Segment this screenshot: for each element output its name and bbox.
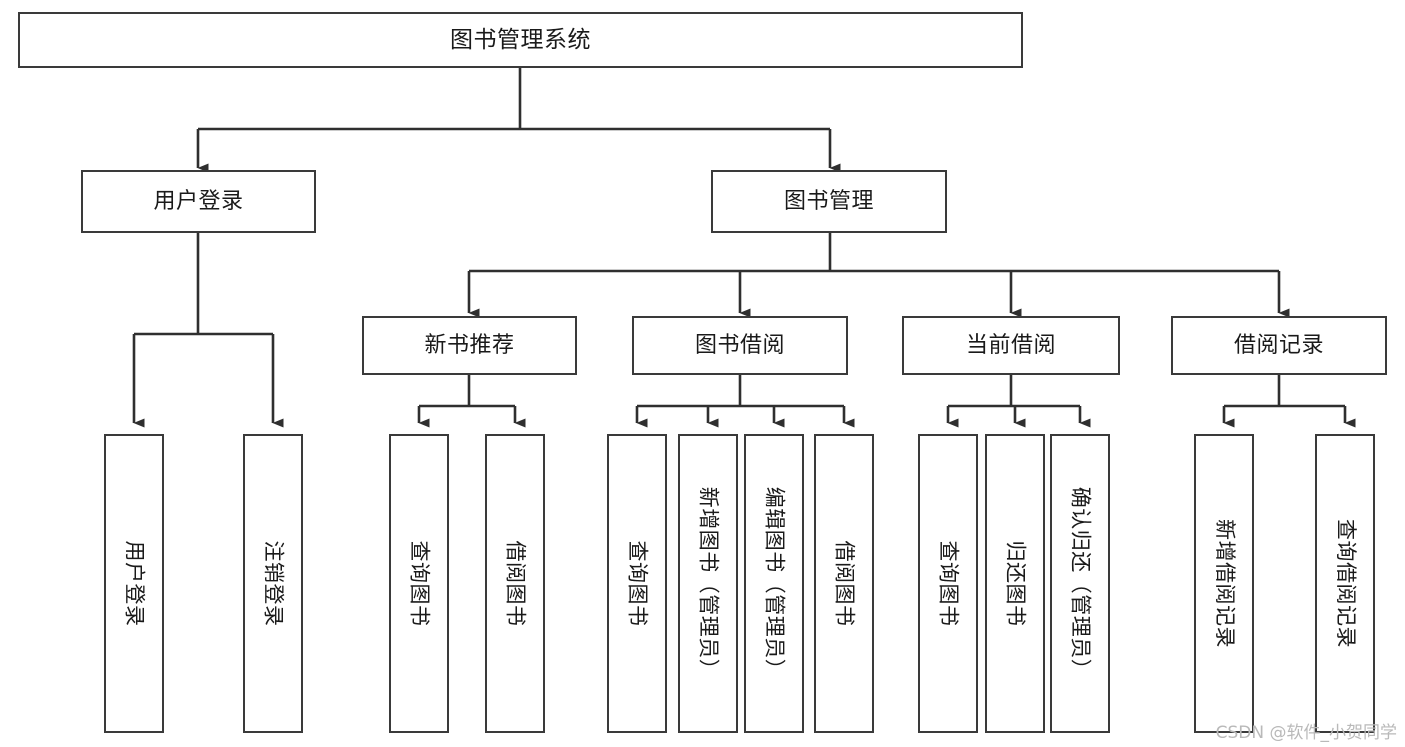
node-leaf-add-book[interactable]: 新增图书（管理员） (678, 434, 738, 733)
watermark: CSDN @软件_小贺同学 (1215, 723, 1397, 743)
node-user-login-label: 用户登录 (153, 188, 244, 214)
node-root[interactable]: 图书管理系统 (18, 12, 1023, 68)
node-leaf-return-book[interactable]: 归还图书 (985, 434, 1045, 733)
node-leaf-borrow-book-2-label: 借阅图书 (832, 540, 857, 627)
node-leaf-borrow-book-1-label: 借阅图书 (503, 540, 528, 627)
node-leaf-add-record-label: 新增借阅记录 (1212, 519, 1237, 648)
node-leaf-query-book-1-label: 查询图书 (407, 540, 432, 627)
node-leaf-return-book-label: 归还图书 (1003, 540, 1028, 627)
node-leaf-borrow-book-1[interactable]: 借阅图书 (485, 434, 545, 733)
node-leaf-user-login[interactable]: 用户登录 (104, 434, 164, 733)
node-leaf-user-login-label: 用户登录 (122, 540, 147, 627)
node-book-borrow-label: 图书借阅 (694, 332, 785, 358)
node-user-login[interactable]: 用户登录 (81, 170, 316, 233)
node-leaf-logout[interactable]: 注销登录 (243, 434, 303, 733)
node-book-manage[interactable]: 图书管理 (711, 170, 947, 233)
node-leaf-query-book-2[interactable]: 查询图书 (607, 434, 667, 733)
node-leaf-query-book-1[interactable]: 查询图书 (389, 434, 449, 733)
node-leaf-query-record-label: 查询借阅记录 (1333, 519, 1358, 648)
node-root-label: 图书管理系统 (450, 26, 591, 53)
node-leaf-edit-book-label: 编辑图书（管理员） (762, 486, 787, 681)
node-current-borrow[interactable]: 当前借阅 (902, 316, 1120, 375)
node-leaf-edit-book[interactable]: 编辑图书（管理员） (744, 434, 804, 733)
node-leaf-add-record[interactable]: 新增借阅记录 (1194, 434, 1254, 733)
node-new-book-rec[interactable]: 新书推荐 (362, 316, 577, 375)
node-leaf-confirm-return[interactable]: 确认归还（管理员） (1050, 434, 1110, 733)
node-book-borrow[interactable]: 图书借阅 (632, 316, 848, 375)
node-borrow-record-label: 借阅记录 (1233, 332, 1324, 358)
node-leaf-add-book-label: 新增图书（管理员） (696, 486, 721, 681)
node-leaf-query-book-3[interactable]: 查询图书 (918, 434, 978, 733)
node-leaf-borrow-book-2[interactable]: 借阅图书 (814, 434, 874, 733)
node-book-manage-label: 图书管理 (783, 188, 874, 214)
node-current-borrow-label: 当前借阅 (965, 332, 1056, 358)
node-leaf-query-record[interactable]: 查询借阅记录 (1315, 434, 1375, 733)
node-new-book-rec-label: 新书推荐 (424, 332, 515, 358)
node-borrow-record[interactable]: 借阅记录 (1171, 316, 1387, 375)
node-leaf-logout-label: 注销登录 (261, 540, 286, 627)
node-leaf-query-book-2-label: 查询图书 (625, 540, 650, 627)
node-leaf-confirm-return-label: 确认归还（管理员） (1068, 486, 1093, 681)
node-leaf-query-book-3-label: 查询图书 (936, 540, 961, 627)
